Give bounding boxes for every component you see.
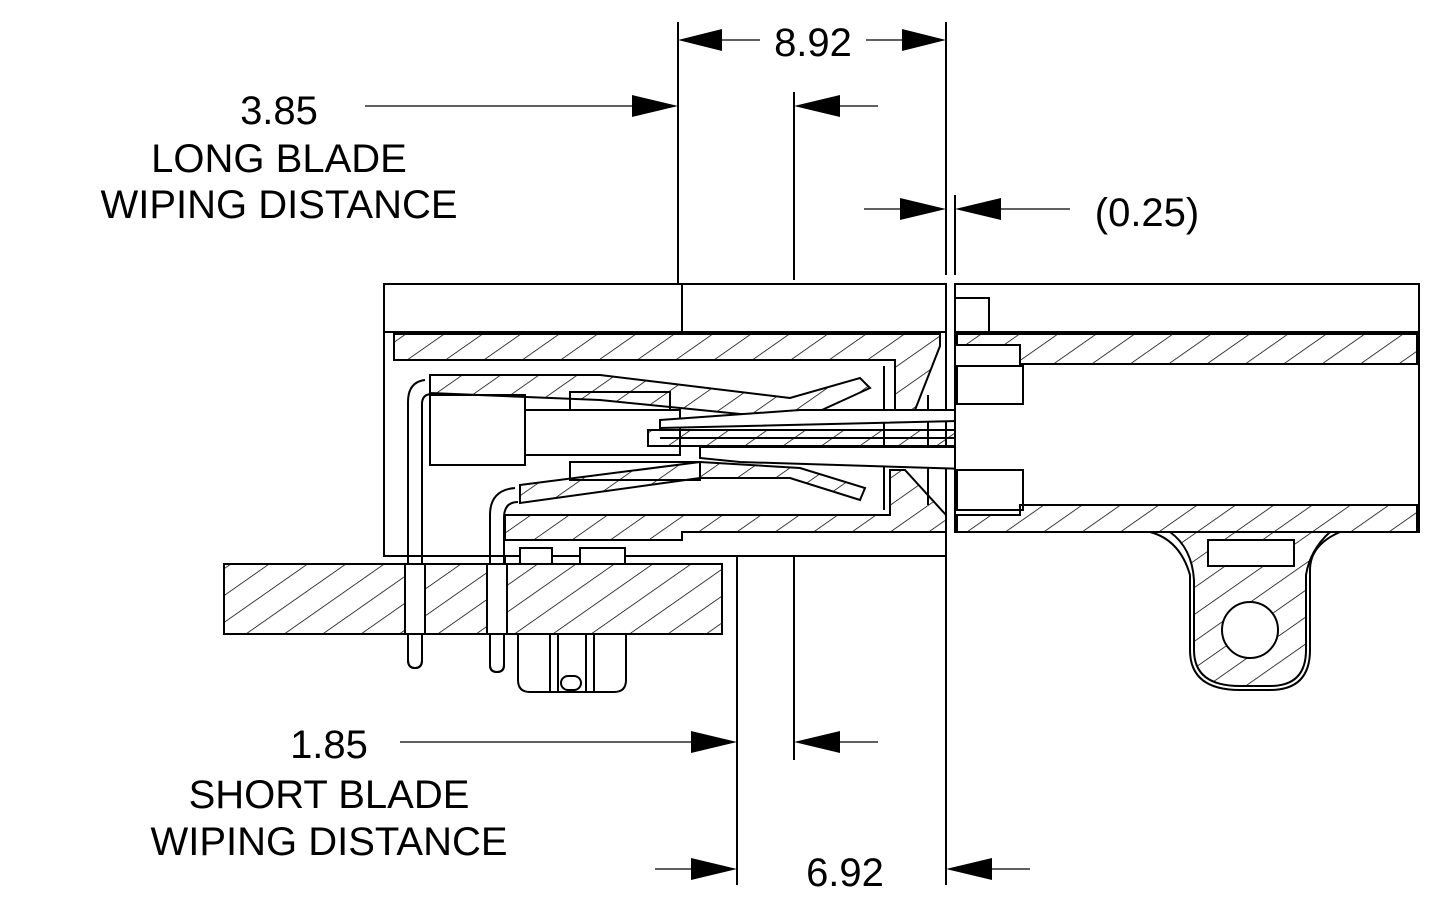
- note-long-blade-line2: WIPING DISTANCE: [100, 183, 457, 227]
- pcb-board: [223, 547, 723, 674]
- dim-long-blade: 3.85: [240, 89, 318, 133]
- dim-short-blade: 1.85: [290, 723, 368, 767]
- dimension-bottom-overall-lines: [655, 535, 1030, 885]
- board-lock-peg: [517, 633, 627, 693]
- dim-top-overall: 8.92: [774, 21, 852, 65]
- dimension-long-blade-lines: [365, 92, 878, 280]
- note-short-blade-line1: SHORT BLADE: [189, 773, 470, 817]
- dim-gap: (0.25): [1095, 191, 1200, 235]
- dimension-gap-lines: [864, 195, 1070, 275]
- right-mating-housing: [954, 283, 1420, 691]
- note-short-blade-line2: WIPING DISTANCE: [150, 820, 507, 864]
- dim-bottom-overall: 6.92: [806, 851, 884, 895]
- note-long-blade-line1: LONG BLADE: [151, 137, 407, 181]
